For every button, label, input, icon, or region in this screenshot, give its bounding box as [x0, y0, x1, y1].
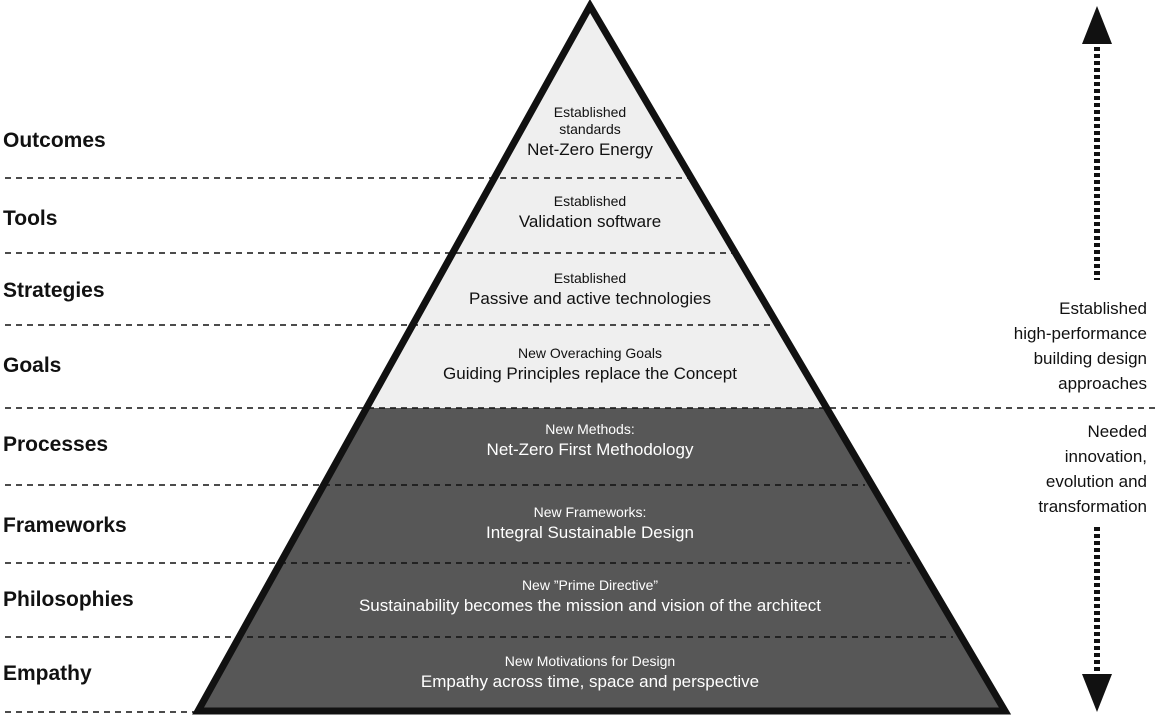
tier-goals: New Overaching Goals Guiding Principles … — [310, 345, 870, 385]
level-label-philosophies: Philosophies — [3, 588, 134, 611]
tier-subtitle: New Overaching Goals — [518, 345, 662, 361]
note-line: evolution and — [1045, 472, 1147, 491]
tier-subtitle: New Frameworks: — [533, 504, 647, 520]
tier-subtitle: Established — [553, 193, 627, 209]
note-line: innovation, — [1064, 447, 1147, 466]
tier-title: Validation software — [518, 212, 662, 231]
tier-strategies: Established Passive and active technolog… — [310, 270, 870, 310]
level-label-tools: Tools — [3, 207, 58, 230]
level-label-strategies: Strategies — [3, 279, 105, 302]
tier-title: Sustainability becomes the mission and v… — [358, 596, 822, 615]
note-line: high-performance — [1013, 324, 1147, 343]
tier-subtitle-2: standards — [559, 121, 621, 137]
tier-outcomes: Established standards Net-Zero Energy — [310, 104, 870, 161]
note-line: transformation — [1038, 497, 1147, 516]
tier-subtitle: New Motivations for Design — [504, 653, 676, 669]
established-approaches-note: Established high-performance building de… — [1014, 296, 1147, 396]
down-arrow-icon — [1082, 527, 1112, 712]
tier-frameworks: New Frameworks: Integral Sustainable Des… — [310, 504, 870, 544]
tier-title: Guiding Principles replace the Concept — [443, 364, 737, 383]
level-label-goals: Goals — [3, 354, 62, 377]
tier-title: Net-Zero First Methodology — [486, 440, 694, 459]
note-line: approaches — [1058, 374, 1147, 393]
note-line: building design — [1033, 349, 1147, 368]
level-label-outcomes: Outcomes — [3, 129, 106, 152]
pyramid-outline — [192, 0, 1012, 715]
needed-innovation-note: Needed innovation, evolution and transfo… — [1038, 419, 1147, 519]
tier-title: Passive and active technologies — [469, 289, 711, 308]
level-label-frameworks: Frameworks — [3, 514, 127, 537]
tier-subtitle: Established — [553, 270, 627, 286]
tier-subtitle: New Methods: — [545, 421, 635, 437]
tier-title: Integral Sustainable Design — [486, 523, 694, 542]
tier-title: Net-Zero Energy — [527, 140, 653, 159]
tier-empathy: New Motivations for Design Empathy acros… — [310, 653, 870, 693]
note-line: Needed — [1087, 422, 1147, 441]
tier-tools: Established Validation software — [310, 193, 870, 233]
tier-subtitle: New ”Prime Directive” — [521, 577, 659, 593]
level-label-processes: Processes — [3, 433, 109, 456]
up-arrow-icon — [1082, 6, 1112, 280]
level-label-empathy: Empathy — [3, 662, 92, 685]
note-line: Established — [1059, 299, 1147, 318]
tier-processes: New Methods: Net-Zero First Methodology — [310, 421, 870, 461]
tier-title: Empathy across time, space and perspecti… — [420, 672, 760, 691]
tier-philosophies: New ”Prime Directive” Sustainability bec… — [310, 577, 870, 617]
tier-subtitle: Established — [553, 104, 627, 120]
